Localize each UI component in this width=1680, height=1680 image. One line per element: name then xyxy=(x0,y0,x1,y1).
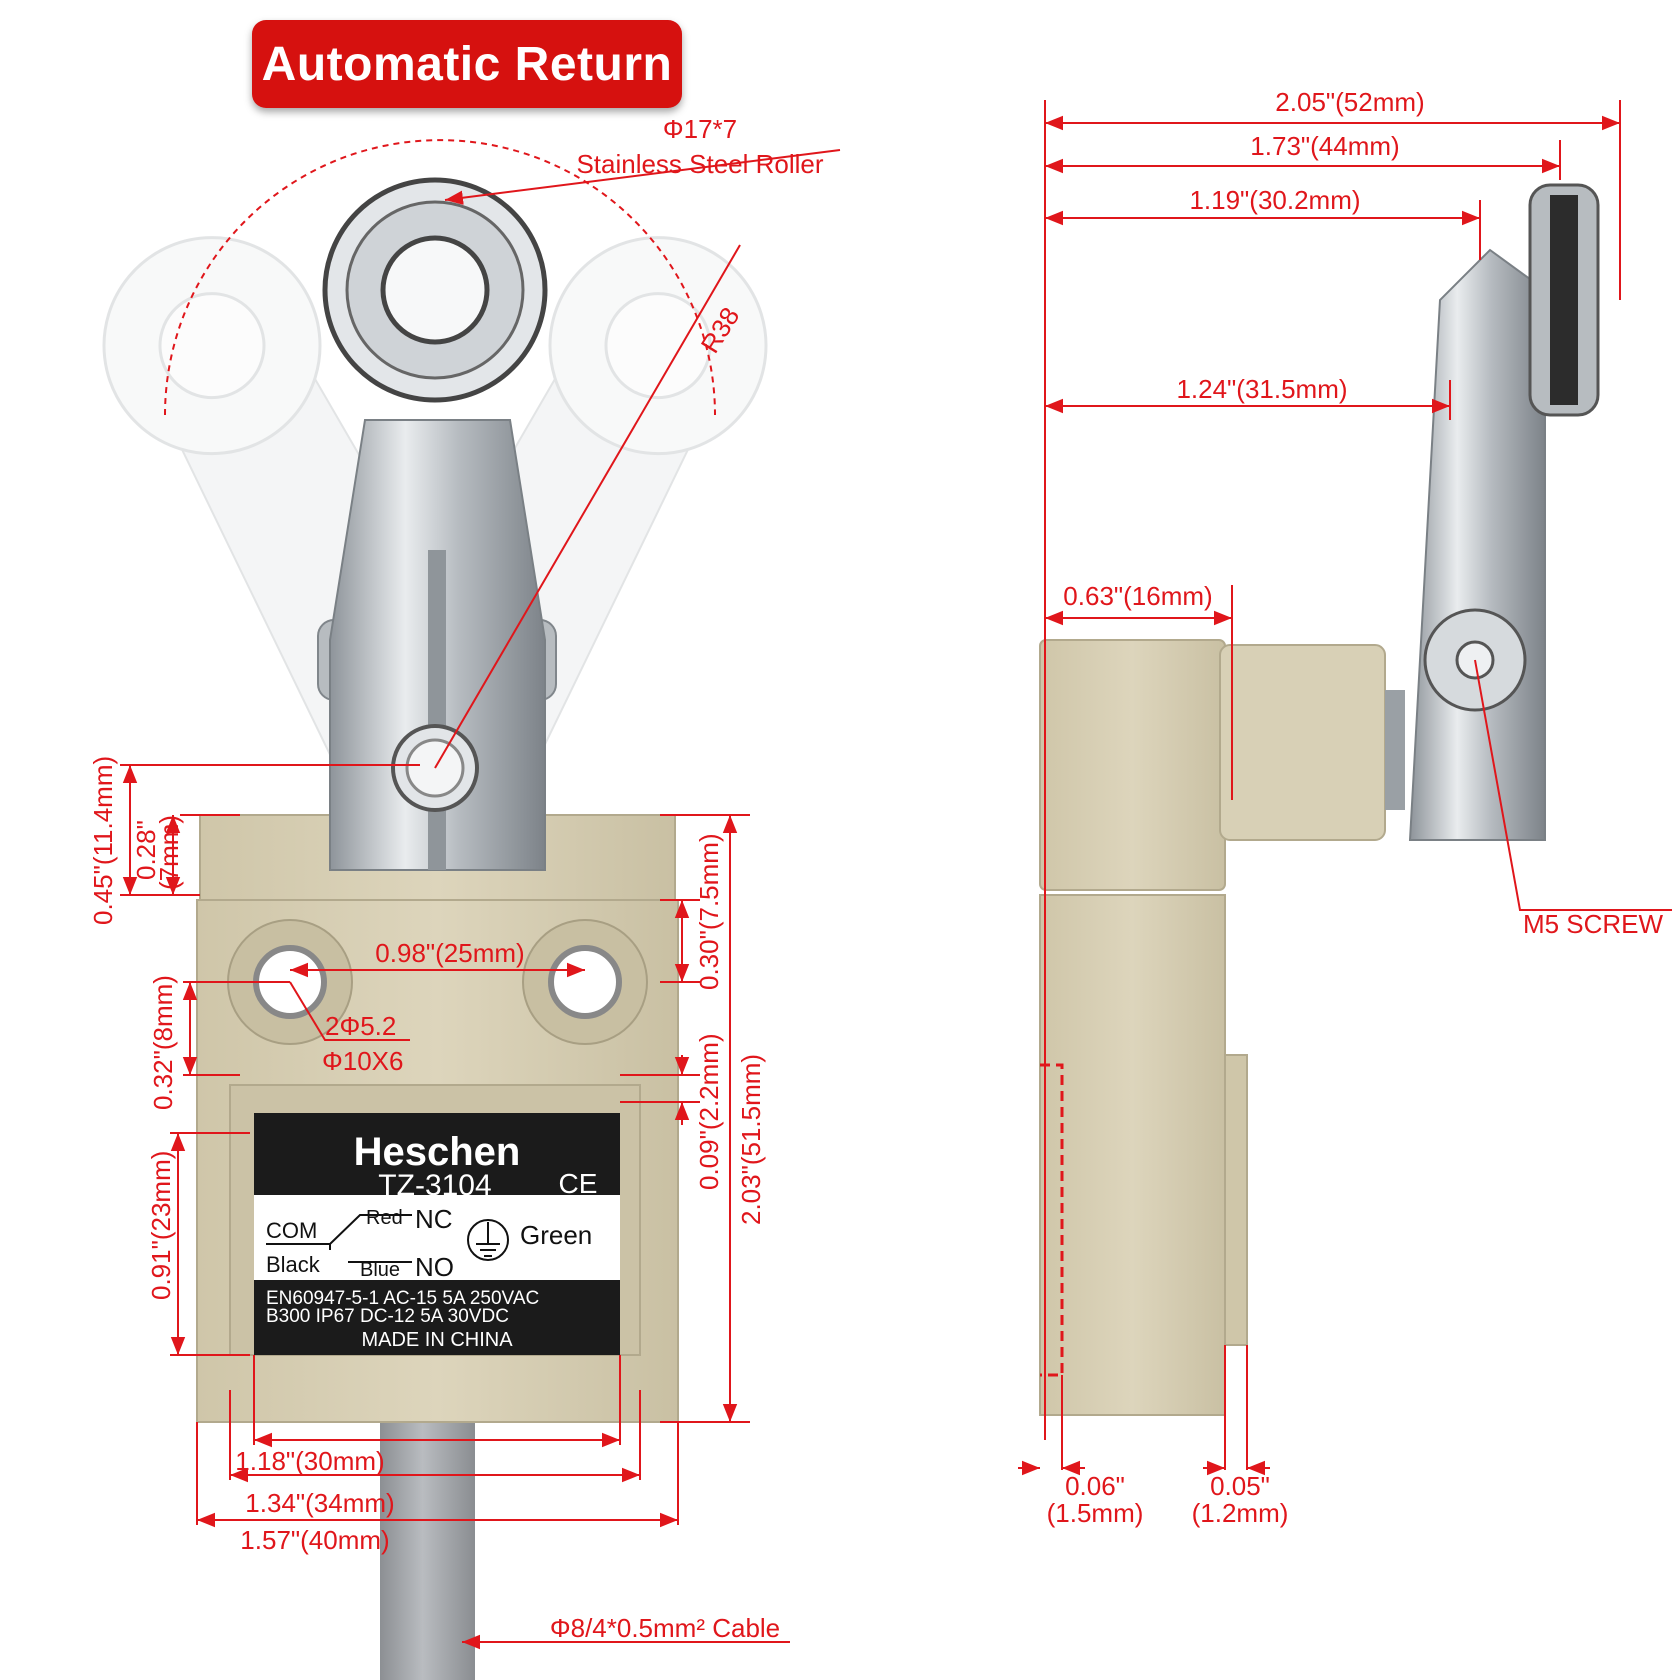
dim-006: 0.06" xyxy=(1065,1471,1125,1501)
cable-label: Φ8/4*0.5mm² Cable xyxy=(550,1613,780,1643)
dim-006-mm: (1.5mm) xyxy=(1047,1498,1144,1528)
dim-118: 1.18"(30mm) xyxy=(235,1446,384,1476)
dim-098: 0.98"(25mm) xyxy=(375,938,524,968)
dim-173: 1.73"(44mm) xyxy=(1250,131,1399,161)
dim-030: 0.30"(7.5mm) xyxy=(694,833,724,990)
side-dimension-lines xyxy=(1018,100,1672,1476)
dim-028: 0.28" xyxy=(131,820,161,880)
dim-009: 0.09"(2.2mm) xyxy=(694,1033,724,1190)
blue-label: Blue xyxy=(360,1259,400,1281)
cable xyxy=(380,1420,475,1680)
screw-label: M5 SCREW xyxy=(1523,909,1664,939)
dim-045: 0.45"(11.4mm) xyxy=(88,756,118,925)
dim-028-mm: (7mm) xyxy=(154,815,184,890)
hole-size-1: 2Φ5.2 xyxy=(325,1011,396,1041)
roller-size-label: Φ17*7 xyxy=(663,114,737,144)
dim-032: 0.32"(8mm) xyxy=(148,975,178,1110)
no-label: NO xyxy=(415,1252,454,1282)
green-label: Green xyxy=(520,1220,592,1250)
com-label: COM xyxy=(266,1218,317,1243)
brand-name: Heschen xyxy=(354,1130,521,1174)
label-plate: Heschen TZ-3104 CE COM Black Red NC Blue… xyxy=(254,1113,620,1355)
roller-material-label: Stainless Steel Roller xyxy=(576,149,823,179)
made-in-label: MADE IN CHINA xyxy=(361,1329,513,1351)
side-housing xyxy=(1039,639,1405,1416)
model-number: TZ-3104 xyxy=(378,1169,491,1202)
dim-063: 0.63"(16mm) xyxy=(1063,581,1212,611)
black-label: Black xyxy=(266,1252,321,1277)
dim-091: 0.91"(23mm) xyxy=(146,1151,176,1300)
dim-124: 1.24"(31.5mm) xyxy=(1176,374,1347,404)
dim-005: 0.05" xyxy=(1210,1471,1270,1501)
dim-157: 1.57"(40mm) xyxy=(240,1525,389,1555)
switch-symbol xyxy=(266,1214,412,1263)
front-dimension-lines xyxy=(120,139,841,1650)
dim-134: 1.34"(34mm) xyxy=(245,1488,394,1518)
ground-icon xyxy=(467,1219,509,1261)
front-arm xyxy=(317,177,557,871)
spec-line-1: EN60947-5-1 AC-15 5A 250VAC xyxy=(266,1288,539,1309)
ce-mark: CE xyxy=(559,1168,598,1199)
dim-005-mm: (1.2mm) xyxy=(1192,1498,1289,1528)
dim-205: 2.05"(52mm) xyxy=(1275,87,1424,117)
automatic-return-banner: Automatic Return xyxy=(252,20,682,108)
dim-119: 1.19"(30.2mm) xyxy=(1189,185,1360,215)
red-label: Red xyxy=(366,1207,403,1229)
nc-label: NC xyxy=(415,1204,453,1234)
spec-line-2: B300 IP67 DC-12 5A 30VDC xyxy=(266,1306,509,1327)
side-arm xyxy=(1408,183,1600,841)
hole-size-2: Φ10X6 xyxy=(322,1046,403,1076)
dim-203: 2.03"(51.5mm) xyxy=(736,1054,766,1225)
